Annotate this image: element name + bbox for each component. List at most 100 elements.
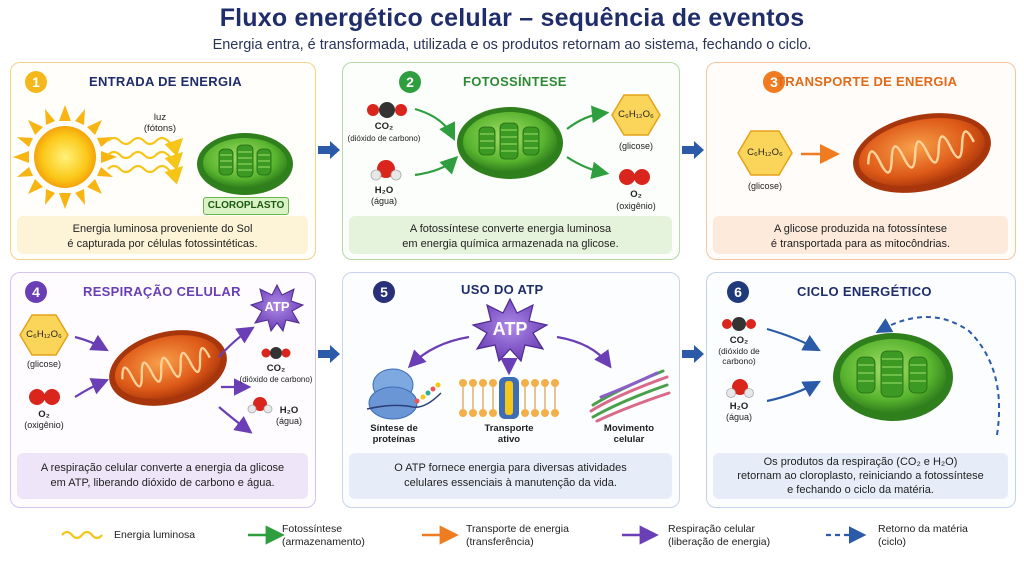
green-arrow-icon bbox=[248, 525, 285, 545]
legend-line: Retorno da matéria bbox=[878, 523, 968, 535]
h2o-label: H₂O bbox=[729, 401, 749, 412]
dashed-cycle-arrow-icon bbox=[875, 316, 1001, 436]
step-number: 6 bbox=[727, 281, 749, 303]
chloroplast-icon bbox=[197, 133, 293, 195]
green-input-arrows bbox=[414, 107, 459, 177]
o2-name: (oxigênio) bbox=[616, 201, 656, 211]
description-line: em ATP, liberando dióxido de carbono e á… bbox=[50, 477, 275, 489]
glucose-hexagon-icon bbox=[737, 130, 793, 176]
co2-label: CO₂ bbox=[729, 335, 749, 346]
description-line: e fechando o ciclo da matéria. bbox=[787, 484, 934, 496]
o2-molecule-icon bbox=[29, 389, 60, 405]
o2-name: (oxigênio) bbox=[24, 420, 64, 430]
h2o-name: (água) bbox=[275, 416, 302, 426]
glucose-name: (glicose) bbox=[747, 181, 782, 191]
co2-name: (dióxido de carbono) bbox=[347, 134, 421, 143]
atp-label: ATP bbox=[492, 319, 528, 339]
step-number: 1 bbox=[25, 71, 47, 93]
panel-description: A respiração celular converte a energia … bbox=[17, 453, 308, 499]
co2-molecule-icon bbox=[367, 102, 407, 118]
step-number: 2 bbox=[399, 71, 421, 93]
green-output-arrows bbox=[566, 105, 610, 180]
panel-energy-input: 1 ENTRADA DE ENERGIA luz (fótons) bbox=[10, 62, 316, 260]
chloroplast-label: CLOROPLASTO bbox=[203, 197, 289, 215]
panel-energy-cycle: 6 CICLO ENERGÉTICO CO₂ (dióxido de carbo… bbox=[706, 272, 1016, 508]
glucose-name: (glicose) bbox=[26, 359, 61, 369]
flow-arrow-icon bbox=[682, 345, 704, 363]
photons-label: (fótons) bbox=[143, 123, 177, 134]
legend-label: Fotossíntese (armazenamento) bbox=[282, 523, 365, 549]
description-line: é capturada por células fotossintéticas. bbox=[67, 238, 258, 250]
co2-name: carbono) bbox=[722, 356, 756, 366]
glucose-hexagon-icon bbox=[19, 314, 69, 356]
h2o-molecule-icon bbox=[247, 397, 273, 414]
use-label-line: proteínas bbox=[372, 434, 416, 445]
legend-line: Respiração celular bbox=[668, 523, 755, 535]
panel-description: A fotossíntese converte energia luminosa… bbox=[349, 216, 672, 254]
co2-label: CO₂ bbox=[266, 363, 286, 374]
description-line: Energia luminosa proveniente do Sol bbox=[72, 223, 253, 235]
orange-transport-arrow bbox=[801, 144, 840, 164]
wavy-yellow-arrow-icon bbox=[61, 530, 103, 540]
description-line: A glicose produzida na fotossíntese bbox=[773, 223, 948, 235]
flow-arrow-icon bbox=[318, 141, 340, 159]
panel-title: CICLO ENERGÉTICO bbox=[797, 284, 932, 299]
use-label-line: Síntese de bbox=[370, 423, 418, 434]
use-label-cell-movement: Movimento celular bbox=[591, 423, 667, 445]
panel-description: Energia luminosa proveniente do Sol é ca… bbox=[17, 216, 308, 254]
description-line: em energia química armazenada na glicose… bbox=[402, 238, 619, 250]
description-line: Os produtos da respiração (CO₂ e H₂O) bbox=[763, 456, 958, 468]
glucose-formula: C₆H₁₂O₆ bbox=[618, 109, 654, 120]
glucose-hexagon-icon bbox=[611, 94, 661, 136]
legend-label: Retorno da matéria (ciclo) bbox=[878, 523, 968, 549]
h2o-molecule-icon bbox=[726, 379, 754, 398]
description-line: celulares essenciais à manutenção da vid… bbox=[404, 477, 617, 489]
page-subtitle: Energia entra, é transformada, utilizada… bbox=[212, 37, 812, 53]
panel-title: ENTRADA DE ENERGIA bbox=[89, 74, 242, 89]
description-line: O ATP fornece energia para diversas ativ… bbox=[394, 462, 627, 474]
h2o-label: H₂O bbox=[279, 405, 299, 416]
legend-line: (ciclo) bbox=[878, 536, 906, 548]
h2o-name: (água) bbox=[370, 196, 397, 206]
step-number: 4 bbox=[25, 281, 47, 303]
legend-line: (armazenamento) bbox=[282, 536, 365, 548]
use-label-active-transport: Transporte ativo bbox=[469, 423, 549, 445]
description-line: retornam ao cloroplasto, reiniciando a f… bbox=[737, 470, 984, 482]
purple-output-arrows bbox=[218, 326, 255, 434]
glucose-formula: C₆H₁₂O₆ bbox=[26, 329, 62, 340]
ribosome-protein-icon bbox=[366, 368, 442, 420]
co2-name: (dióxido de carbono) bbox=[239, 375, 313, 384]
o2-label: O₂ bbox=[630, 189, 642, 200]
co2-molecule-icon bbox=[722, 317, 756, 331]
panel-title: RESPIRAÇÃO CELULAR bbox=[83, 284, 241, 299]
use-label-line: Transporte bbox=[484, 423, 534, 434]
legend-line: (liberação de energia) bbox=[668, 536, 771, 548]
use-label-protein-synthesis: Síntese de proteínas bbox=[359, 423, 429, 445]
flow-arrow-icon bbox=[682, 141, 704, 159]
description-line: é transportada para as mitocôndrias. bbox=[770, 238, 951, 250]
co2-name: (dióxido de bbox=[718, 346, 760, 356]
legend-line: Transporte de energia bbox=[466, 523, 569, 535]
chloroplast-icon bbox=[833, 333, 953, 421]
panel-description: O ATP fornece energia para diversas ativ… bbox=[349, 453, 672, 499]
step-number: 3 bbox=[763, 71, 785, 93]
orange-arrow-icon bbox=[422, 525, 459, 545]
atp-label: ATP bbox=[264, 299, 290, 314]
purple-arrow-icon bbox=[622, 525, 659, 545]
panel-title: FOTOSSÍNTESE bbox=[463, 74, 567, 89]
description-line: A fotossíntese converte energia luminosa bbox=[409, 223, 612, 235]
legend-label: Energia luminosa bbox=[114, 529, 196, 541]
muscle-fiber-icon bbox=[589, 369, 671, 423]
glucose-name: (glicose) bbox=[618, 141, 653, 151]
mitochondrion-icon bbox=[853, 113, 991, 193]
flow-arrow-icon bbox=[318, 345, 340, 363]
panel-title: USO DO ATP bbox=[461, 282, 544, 297]
use-label-line: ativo bbox=[497, 434, 521, 445]
panel-title: TRANSPORTE DE ENERGIA bbox=[777, 74, 958, 89]
description-line: A respiração celular converte a energia … bbox=[40, 462, 285, 474]
co2-label: CO₂ bbox=[374, 121, 394, 132]
atp-starburst-icon bbox=[249, 283, 305, 333]
o2-label: O₂ bbox=[38, 409, 50, 420]
h2o-label: H₂O bbox=[374, 185, 394, 196]
purple-usage-arrows bbox=[407, 335, 612, 376]
